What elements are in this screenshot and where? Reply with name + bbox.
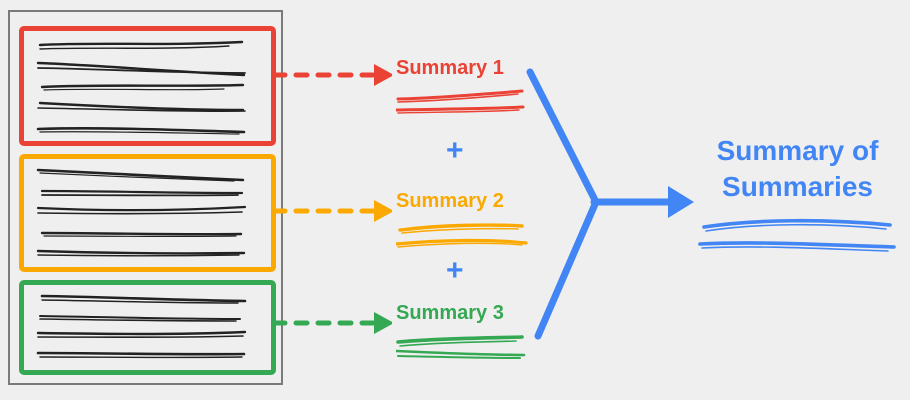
final-summary-underline-scribble: [697, 218, 896, 252]
summary-2-label: Summary 2: [396, 190, 504, 212]
text-scribble-lines-green: [36, 294, 247, 359]
document-section-amber[interactable]: [19, 154, 276, 272]
plus-operator-1: +: [446, 134, 464, 167]
text-scribble-lines-red: [36, 40, 246, 135]
summary-block-1[interactable]: Summary 1: [396, 55, 576, 117]
text-scribble-lines-amber: [36, 168, 247, 257]
summary-block-3[interactable]: Summary 3: [396, 300, 576, 362]
final-summary-line-1: Summary of: [716, 135, 879, 166]
summary-1-underline-scribble: [396, 89, 525, 114]
connector-arrow-amber: [271, 194, 394, 228]
document-section-red[interactable]: [19, 26, 276, 146]
connector-arrow-green: [271, 306, 394, 340]
final-summary-block[interactable]: Summary of Summaries: [690, 133, 905, 257]
summary-3-underline-scribble: [396, 335, 526, 359]
connector-arrow-red: [271, 58, 394, 92]
dashed-arrow-amber-icon: [271, 200, 394, 222]
final-summary-line-2: Summaries: [722, 171, 873, 202]
document-section-green[interactable]: [19, 280, 276, 375]
plus-operator-2: +: [446, 254, 464, 287]
merge-arrow: [516, 60, 696, 350]
merge-arrow-icon: [526, 68, 694, 340]
dashed-arrow-red-icon: [271, 64, 394, 86]
summary-1-label: Summary 1: [396, 57, 504, 79]
source-document-container: [8, 10, 283, 385]
summary-3-label: Summary 3: [396, 302, 504, 324]
summary-block-2[interactable]: Summary 2: [396, 188, 576, 250]
dashed-arrow-green-icon: [271, 312, 394, 334]
summary-2-underline-scribble: [396, 223, 528, 248]
